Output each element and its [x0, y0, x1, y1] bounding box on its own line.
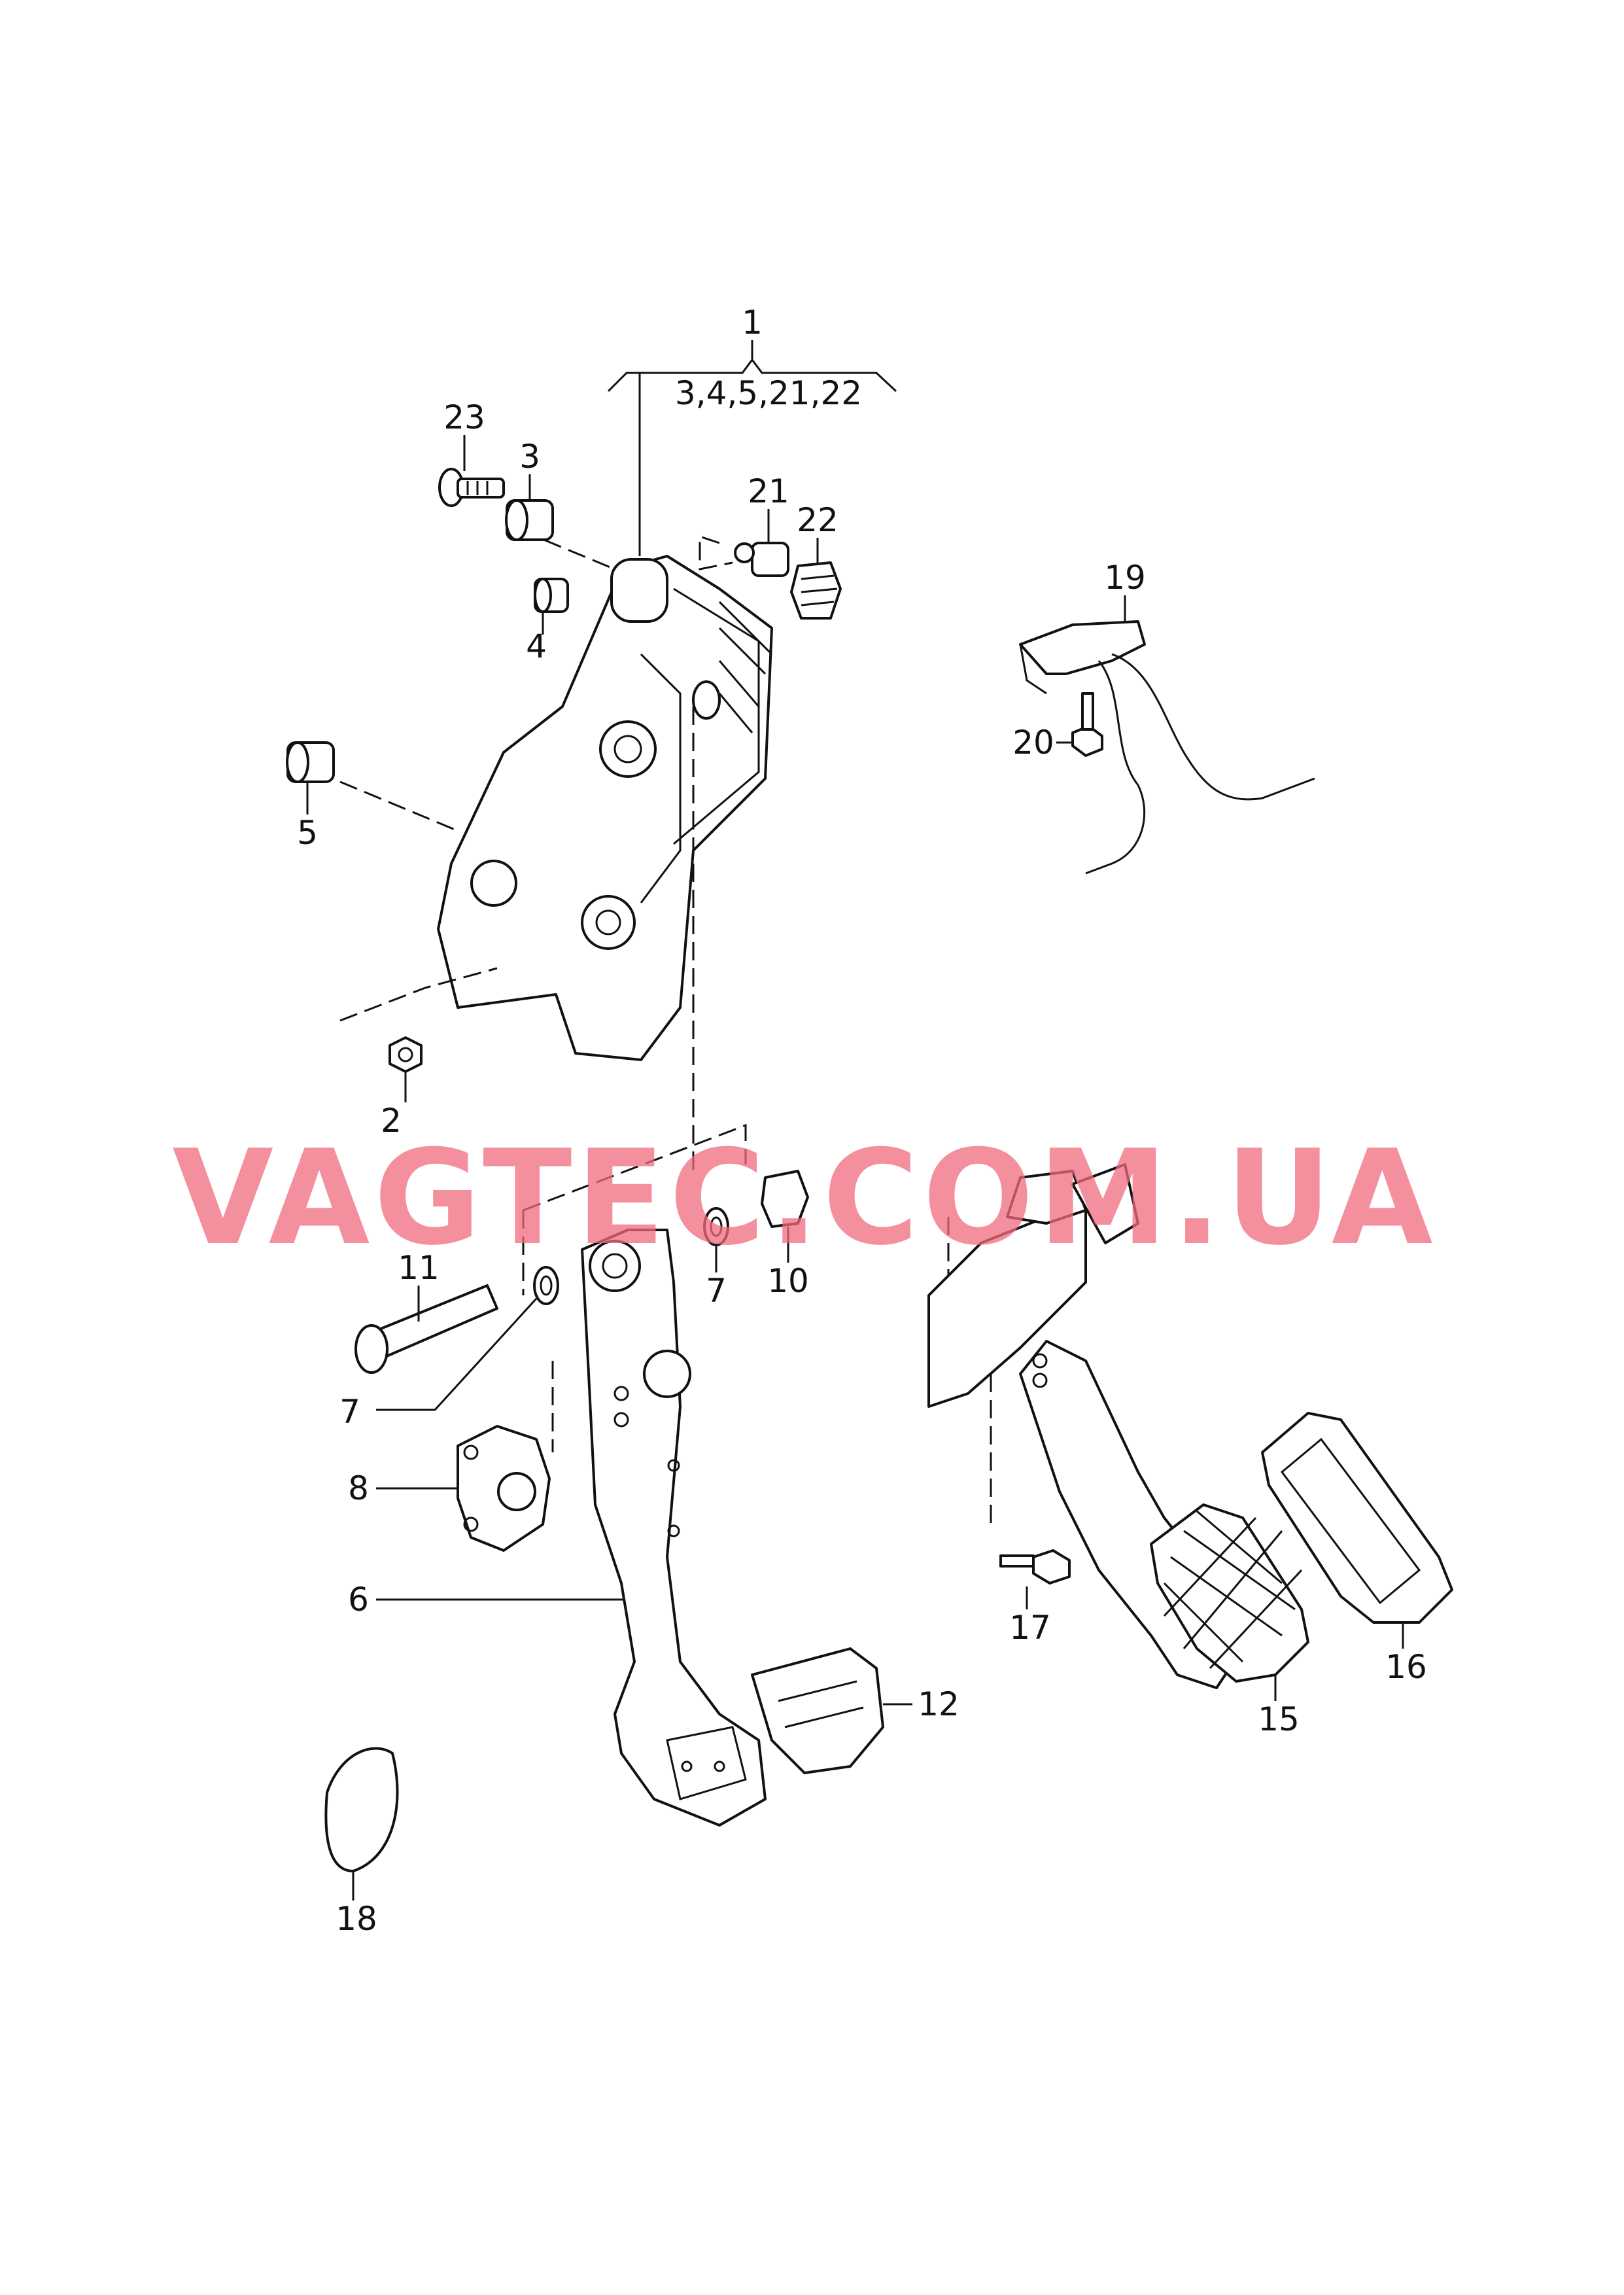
callout-4: 4 — [526, 627, 547, 665]
bushing-3 — [505, 499, 554, 541]
callout-22: 22 — [797, 501, 838, 539]
callout-16: 16 — [1385, 1648, 1427, 1686]
pin-11 — [354, 1284, 498, 1374]
callout-7a: 7 — [339, 1393, 360, 1431]
callout-15: 15 — [1258, 1700, 1300, 1738]
callout-6: 6 — [348, 1581, 369, 1619]
watermark-text: VAGTEC.COM.UA — [172, 1122, 1436, 1274]
bushing-4 — [534, 578, 569, 613]
leader-lines — [306, 435, 1404, 1901]
bolt-20 — [1071, 692, 1103, 757]
callout-2: 2 — [381, 1102, 402, 1140]
callout-10: 10 — [767, 1262, 809, 1300]
callout-1: 1 — [742, 304, 763, 342]
washer-7b — [703, 1207, 729, 1246]
nut-2 — [389, 1036, 423, 1073]
callout-5: 5 — [297, 814, 318, 852]
washer-7a — [533, 1266, 559, 1305]
callout-20: 20 — [1012, 724, 1054, 762]
callout-21: 21 — [748, 472, 789, 510]
clip-22 — [790, 561, 842, 620]
callout-1-group: 3,4,5,21,22 — [675, 374, 862, 412]
callout-8: 8 — [348, 1469, 369, 1507]
clip-10 — [761, 1170, 809, 1228]
cap-18 — [324, 1747, 399, 1872]
pad-cover-16 — [1261, 1412, 1453, 1624]
callout-19: 19 — [1104, 559, 1146, 597]
pedal-bracket — [437, 555, 773, 1061]
callout-18: 18 — [336, 1900, 377, 1938]
callout-7b: 7 — [706, 1272, 727, 1310]
bolt-17 — [999, 1549, 1071, 1585]
accelerator-pad-15 — [1150, 1503, 1309, 1683]
clip-21 — [734, 542, 789, 577]
callout-23: 23 — [443, 398, 485, 436]
bushing-5 — [286, 741, 335, 783]
bolt-23 — [438, 468, 505, 507]
group-bracket — [607, 340, 897, 556]
callout-labels: 1 3,4,5,21,22 23 3 4 5 2 21 22 19 20 11 … — [297, 304, 1427, 1938]
bracket-19 — [1019, 620, 1315, 875]
callout-12: 12 — [918, 1685, 959, 1723]
callout-11: 11 — [398, 1249, 440, 1287]
callout-17: 17 — [1009, 1609, 1051, 1647]
pedal-pad-12 — [751, 1647, 884, 1774]
clutch-pedal-6 — [581, 1229, 767, 1827]
part-8 — [457, 1425, 551, 1552]
callout-3: 3 — [519, 438, 540, 476]
